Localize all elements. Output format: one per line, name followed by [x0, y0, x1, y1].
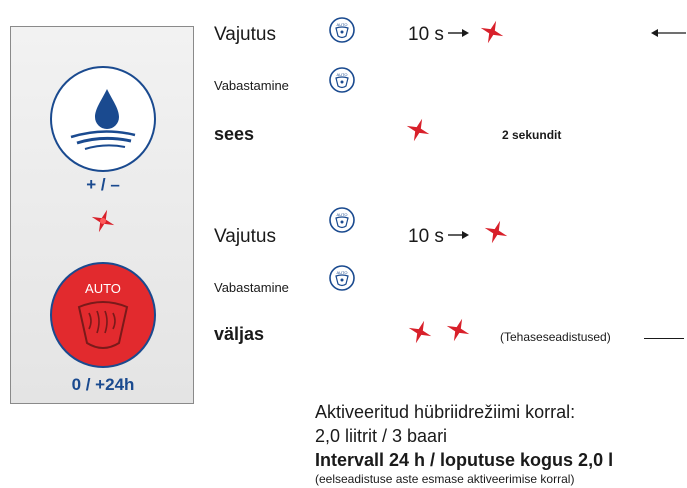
led-blink-icon	[406, 318, 434, 346]
led-on-icon	[404, 116, 432, 144]
right-arrow-icon	[448, 231, 469, 239]
water-drop-icon	[95, 89, 119, 129]
control-panel: + / – AUTO 0 / +24h	[10, 26, 194, 404]
auto-small-icon	[329, 67, 355, 93]
row6-note: (Tehaseseadistused)	[500, 330, 611, 344]
row4-duration: 10 s	[408, 226, 444, 247]
right-arrow-icon	[448, 29, 469, 37]
row2-action: Vabastamine	[214, 78, 289, 93]
row3-state: sees	[214, 124, 255, 144]
footer-line2: 2,0 liitrit / 3 baari	[315, 426, 448, 446]
row4-action: Vajutus	[214, 226, 276, 247]
row5-action: Vabastamine	[214, 280, 289, 295]
led-blink-icon	[478, 18, 506, 46]
timer-label: 0 / +24h	[71, 375, 135, 394]
led-blink-icon	[482, 218, 510, 246]
led-blink-icon	[444, 316, 472, 344]
auto-small-icon	[329, 207, 355, 233]
water-drop-button[interactable]	[49, 65, 157, 173]
auto-small-icon	[329, 265, 355, 291]
auto-small-icon	[329, 17, 355, 43]
auto-button-text: AUTO	[85, 281, 121, 296]
footer-line3: Intervall 24 h / loputuse kogus 2,0 l	[315, 450, 614, 470]
footer-line4: (eelseadistuse aste esmase aktiveerimise…	[315, 472, 575, 486]
pointer-line	[644, 338, 684, 339]
led-indicator-icon	[89, 207, 117, 235]
row1-action: Vajutus	[214, 24, 276, 45]
row3-note: 2 sekundit	[502, 128, 562, 142]
urinal-icon	[77, 301, 129, 349]
plus-minus-label: + / –	[86, 175, 120, 194]
row1-duration: 10 s	[408, 24, 444, 45]
left-arrow-icon	[651, 29, 686, 37]
row6-state: väljas	[214, 324, 265, 344]
auto-button[interactable]: AUTO	[49, 261, 157, 369]
footer-line1: Aktiveeritud hübriidrežiimi korral:	[315, 402, 576, 422]
